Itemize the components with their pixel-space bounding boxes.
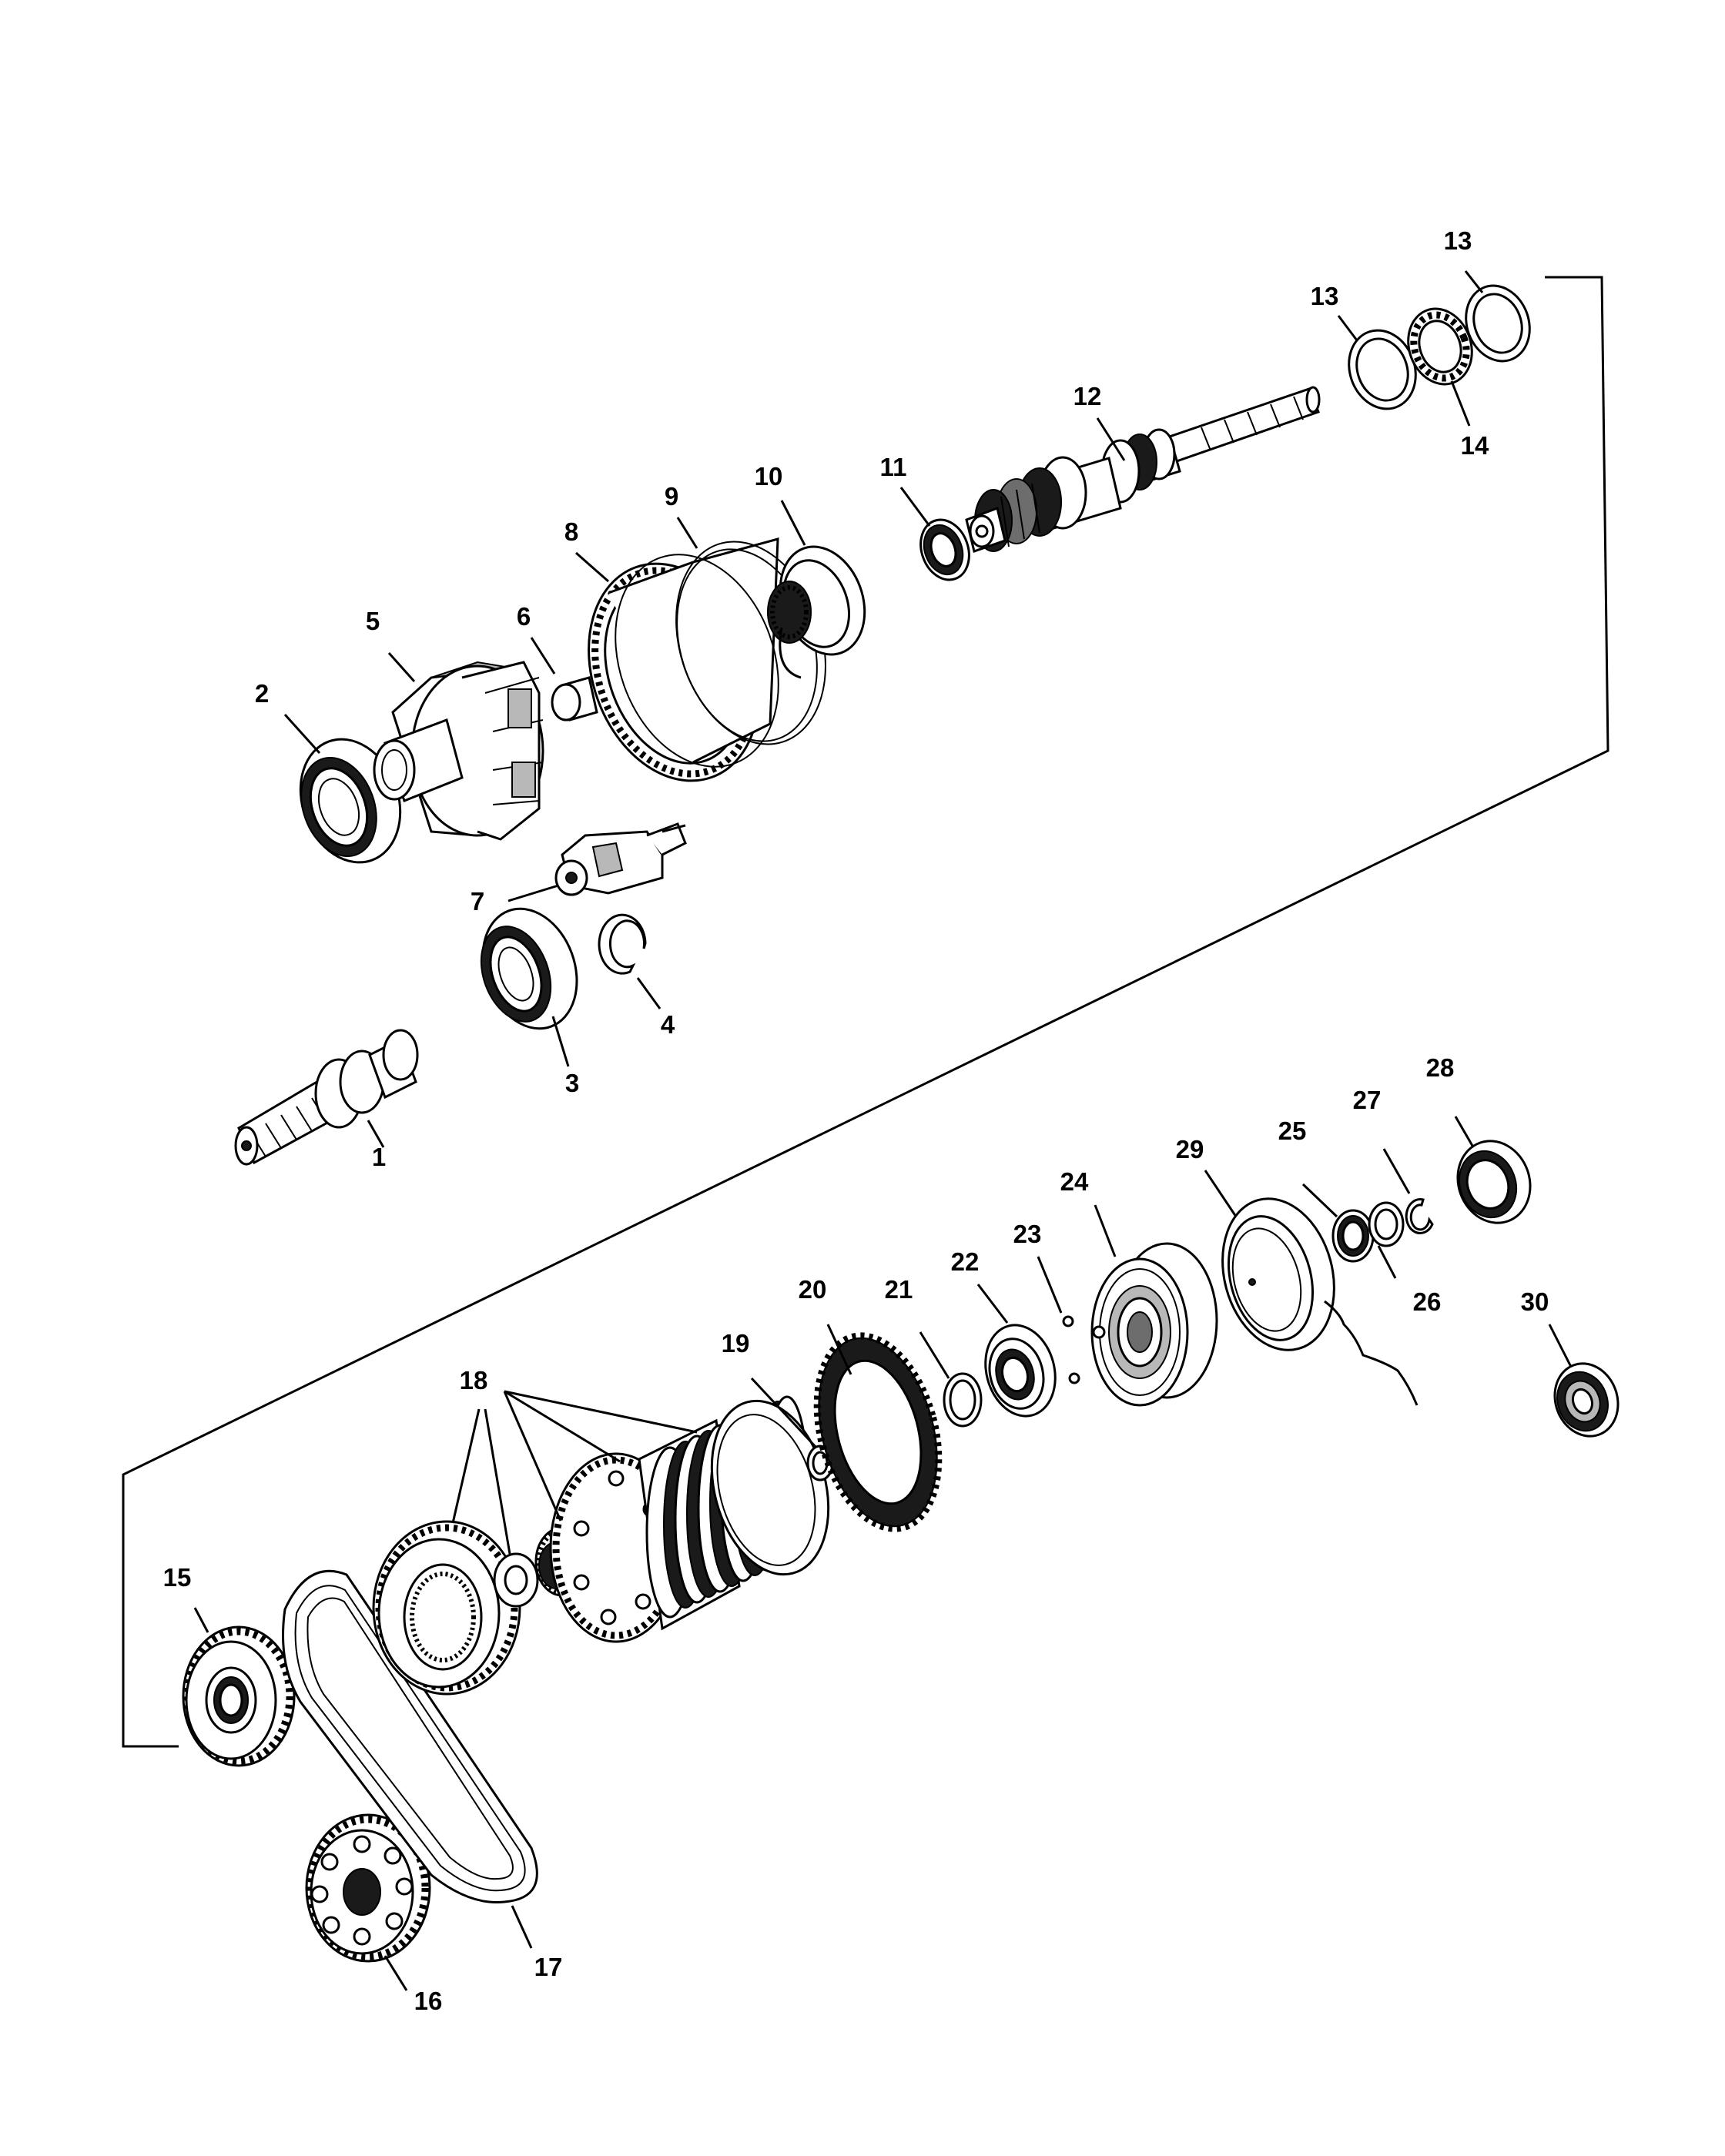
part-27-snap-ring bbox=[1405, 1198, 1434, 1234]
part-17-drive-chain bbox=[282, 1569, 538, 1904]
part-16-driven-sprocket bbox=[305, 1813, 431, 1963]
part-7-shift-assembly bbox=[554, 822, 687, 896]
callout-30: 30 bbox=[1521, 1287, 1549, 1316]
callout-19: 19 bbox=[722, 1329, 750, 1358]
callout-23: 23 bbox=[1013, 1220, 1042, 1248]
part-13a-washer bbox=[1348, 329, 1417, 410]
leader-lines bbox=[193, 270, 1573, 1991]
callout-27: 27 bbox=[1353, 1086, 1382, 1114]
part-22-bearing bbox=[984, 1324, 1080, 1418]
callout-4: 4 bbox=[661, 1010, 675, 1039]
callout-17: 17 bbox=[534, 1953, 563, 1981]
callout-28: 28 bbox=[1426, 1053, 1455, 1082]
callout-6: 6 bbox=[517, 602, 531, 631]
callout-18: 18 bbox=[460, 1366, 488, 1394]
callout-labels: 1 2 3 4 5 6 7 8 9 10 11 12 13 13 14 15 1… bbox=[163, 226, 1549, 2015]
callout-8: 8 bbox=[564, 517, 578, 546]
part-21-ring bbox=[943, 1372, 983, 1428]
part-5-planetary-carrier bbox=[373, 661, 544, 841]
callout-3: 3 bbox=[565, 1069, 579, 1097]
callout-26: 26 bbox=[1413, 1287, 1442, 1316]
part-29-actuator-ring bbox=[1221, 1197, 1419, 1406]
part-11-washer bbox=[919, 518, 970, 581]
callout-21: 21 bbox=[885, 1275, 913, 1304]
callout-7: 7 bbox=[471, 887, 484, 916]
part-28-bearing bbox=[1456, 1140, 1532, 1224]
part-26-washer bbox=[1368, 1201, 1405, 1247]
callout-1: 1 bbox=[372, 1143, 386, 1171]
part-10-hub bbox=[767, 545, 866, 679]
part-14-thrust-bearing bbox=[1407, 307, 1473, 386]
callout-11: 11 bbox=[880, 453, 907, 481]
callout-12: 12 bbox=[1074, 382, 1102, 410]
part-1-output-shaft bbox=[234, 1029, 419, 1166]
callout-9: 9 bbox=[665, 482, 678, 511]
callout-14: 14 bbox=[1461, 431, 1489, 460]
callout-24: 24 bbox=[1060, 1167, 1089, 1196]
part-13b-washer bbox=[1465, 284, 1531, 363]
callout-20: 20 bbox=[799, 1275, 827, 1304]
callout-5: 5 bbox=[366, 607, 380, 635]
callout-25: 25 bbox=[1278, 1116, 1307, 1145]
callout-29: 29 bbox=[1176, 1135, 1204, 1163]
part-8-ring-gear bbox=[588, 537, 779, 782]
callout-2: 2 bbox=[255, 679, 269, 708]
part-25-washer bbox=[1331, 1209, 1375, 1263]
group-boundary-line bbox=[122, 276, 1609, 1748]
part-3-bearing bbox=[480, 907, 578, 1030]
part-6-pin bbox=[551, 676, 598, 721]
part-23-check-ball bbox=[1062, 1315, 1074, 1327]
part-18-clutch-assembly bbox=[372, 1395, 830, 1696]
part-12-input-shaft bbox=[965, 386, 1321, 553]
callout-15: 15 bbox=[163, 1563, 192, 1592]
part-4-snap-ring bbox=[598, 913, 647, 975]
part-15-drive-sprocket bbox=[182, 1625, 296, 1767]
callout-13b: 13 bbox=[1444, 226, 1472, 255]
part-20-friction-plate bbox=[813, 1332, 943, 1532]
part-24-pump-plate bbox=[1090, 1242, 1218, 1407]
callout-16: 16 bbox=[414, 1987, 443, 2015]
part-30-bearing bbox=[1553, 1362, 1619, 1438]
callout-22: 22 bbox=[951, 1247, 980, 1276]
callout-13a: 13 bbox=[1311, 282, 1339, 310]
callout-10: 10 bbox=[755, 462, 783, 490]
